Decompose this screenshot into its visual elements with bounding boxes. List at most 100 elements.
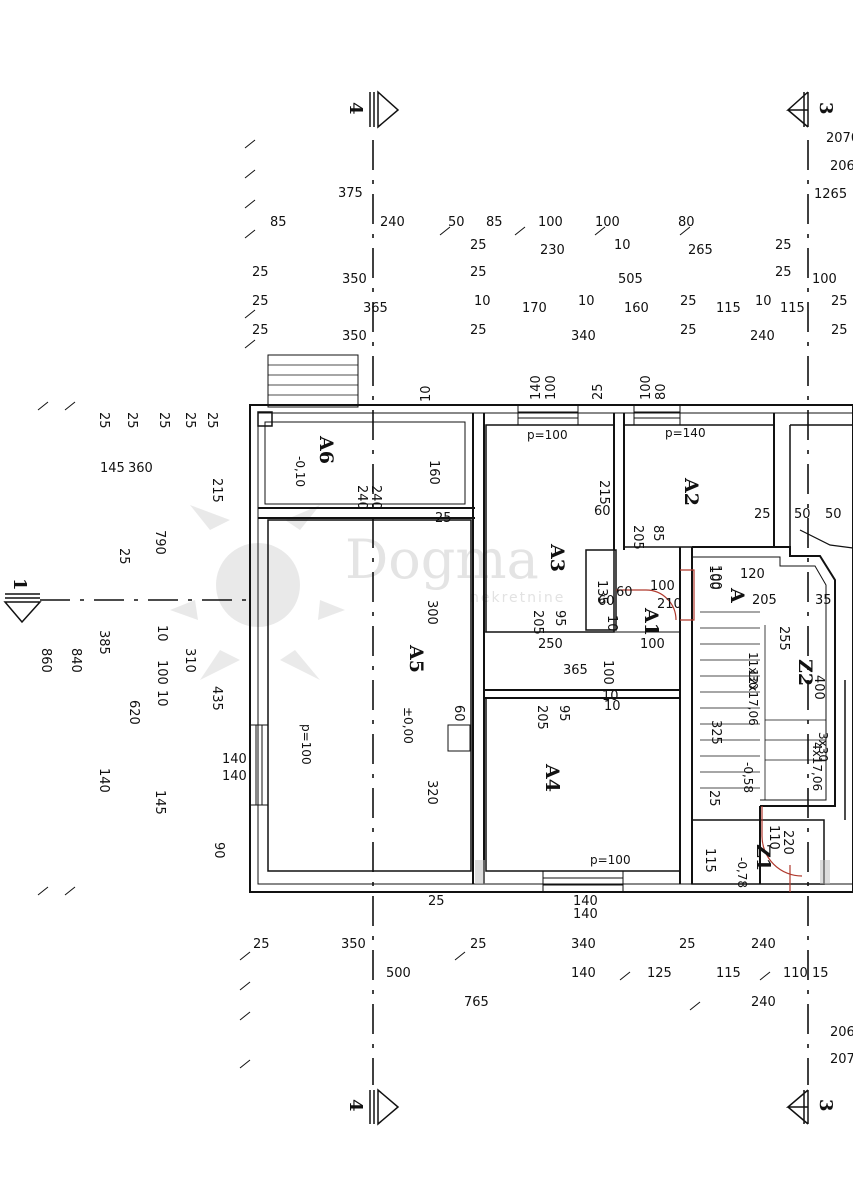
- dims-interior-9: 10: [604, 615, 619, 632]
- dims-interior-10: 205: [530, 610, 545, 635]
- dims-left-c2-0: 25: [96, 412, 111, 429]
- dims_top-r2-2: 50: [448, 215, 465, 230]
- dims-interior-27: 35: [815, 593, 832, 608]
- dims_top-r2-5: 100: [595, 215, 620, 230]
- dims_bottom-r2-1: 140: [571, 966, 596, 981]
- dims_top-r3-3: 265: [688, 243, 713, 258]
- watermark-brand: Dogma: [345, 528, 539, 591]
- dims_bottom-r1-3: 340: [571, 937, 596, 952]
- dims_top-r4-3: 505: [618, 272, 643, 287]
- room-z1-label: Z1: [752, 844, 774, 871]
- room-a3-label: A3: [546, 543, 568, 572]
- dims_top-r5-5: 160: [624, 301, 649, 316]
- dims_top-r5-8: 10: [755, 294, 772, 309]
- dims-interior-42: 25: [116, 548, 131, 565]
- dims_top-r6-0: 25: [252, 323, 269, 338]
- dims_bottom-r3-1: 240: [751, 995, 776, 1010]
- dims_top-r4-1: 350: [342, 272, 367, 287]
- dims_top-r7-3: 25: [591, 383, 606, 400]
- section-marker-bottom-left: 4: [345, 1088, 400, 1126]
- dims_top-r7-2: 100: [544, 375, 559, 400]
- dims_top-r6-4: 25: [680, 323, 697, 338]
- dims-interior-31: 50: [794, 507, 811, 522]
- section-marker-bottom-right: 3: [785, 1089, 836, 1125]
- dims_top-r1-1: 2070: [826, 131, 853, 146]
- stair-s4: 4x17,06: [810, 742, 824, 791]
- dims_top-r5-6: 25: [680, 294, 697, 309]
- dims-left-c1-0: 215: [209, 478, 224, 503]
- opening-a4: p=100: [590, 853, 631, 867]
- svg-text:3: 3: [815, 1099, 836, 1112]
- stair-s1: 11x30: [746, 652, 760, 690]
- dims_bottom-r1-0: 25: [253, 937, 270, 952]
- section-marker-top-right: 3: [786, 91, 836, 128]
- dims-interior-13: 100: [640, 637, 665, 652]
- dims-interior-16: 100: [600, 660, 615, 685]
- room-a2-label: A2: [680, 477, 702, 506]
- stair-labels: 11x30 12x17,06 3x30 4x17,06: [746, 652, 830, 791]
- dims_top-r3-4: 25: [775, 238, 792, 253]
- dims_top-r5-2: 10: [474, 294, 491, 309]
- dims-interior-25: 120: [740, 567, 765, 582]
- section-marker-top-left: 4: [345, 90, 400, 129]
- dims_top-r2-3: 85: [486, 215, 503, 230]
- dims_bottom-r4-2: 25: [428, 894, 445, 909]
- dims_top-r6-1: 350: [342, 329, 367, 344]
- opening-a3: p=100: [527, 428, 568, 442]
- dims-interior-22: 10: [602, 689, 619, 704]
- dims-left-c2-3: 25: [182, 412, 197, 429]
- dims_top-r6-2: 25: [470, 323, 487, 338]
- dims-interior-36: 110: [766, 825, 781, 850]
- dims_top-r7-0: 10: [419, 385, 434, 402]
- dims-interior-40: 10: [604, 699, 621, 714]
- svg-text:4: 4: [345, 102, 366, 115]
- level-z2: -0,58: [741, 762, 755, 793]
- dims-interior-11: 95: [552, 610, 567, 627]
- dims_top-r2-4: 100: [538, 215, 563, 230]
- dims_bottom-r1-2: 25: [470, 937, 487, 952]
- dims-interior-18: 100: [708, 565, 723, 590]
- level-z1: -0,78: [735, 857, 749, 888]
- dims-left-c2-2: 25: [156, 412, 171, 429]
- room-a5-label: A5: [405, 644, 427, 673]
- level-a5: ±0,00: [401, 707, 415, 744]
- dims_bottom-r3-0: 765: [464, 995, 489, 1010]
- dims-interior-41: 60: [616, 585, 633, 600]
- dims-interior-19: 60: [451, 705, 466, 722]
- dims_top-r4-2: 25: [470, 265, 487, 280]
- dims_top-r5-4: 10: [578, 294, 595, 309]
- dims_top-r5-1: 365: [363, 301, 388, 316]
- dims-interior-17: 365: [563, 663, 588, 678]
- dims-left-c3-3: 310: [182, 648, 197, 673]
- dims-interior-35: 25: [706, 790, 721, 807]
- dims_top-r1-2: 206: [830, 159, 853, 174]
- dims-interior-12: 250: [538, 637, 563, 652]
- dims-interior-26: 205: [752, 593, 777, 608]
- room-a4-label: A4: [541, 763, 563, 792]
- dims_bottom-r4-0: 140: [573, 894, 598, 909]
- dims-left-c1-2: 140: [222, 752, 247, 767]
- dims-interior-21: 205: [534, 705, 549, 730]
- dims_top-r6-3: 340: [571, 329, 596, 344]
- dims-interior-1: 240: [368, 485, 383, 510]
- dims_top-r4-5: 100: [812, 272, 837, 287]
- dims-interior-7: 60: [598, 594, 615, 609]
- dims-left-c6-2: 10: [154, 625, 169, 642]
- dims_top-r7-5: 80: [654, 383, 669, 400]
- dims_top-r3-0: 25: [470, 238, 487, 253]
- room-a1-label: A1: [640, 607, 662, 636]
- svg-text:3: 3: [815, 102, 836, 115]
- dims-interior-15: 100: [650, 579, 675, 594]
- opening-a5: p=100: [299, 724, 313, 765]
- dims-interior-8: 135: [594, 580, 609, 605]
- dims-interior-38: 115: [702, 848, 717, 873]
- dims-left-c2-1: 25: [124, 412, 139, 429]
- dims_top-r3-1: 230: [540, 243, 565, 258]
- dims-interior-37: 220: [780, 830, 795, 855]
- dims-interior-32: 50: [825, 507, 842, 522]
- watermark-sub: nekretnine: [470, 590, 565, 606]
- dims_bottom-r1-1: 350: [341, 937, 366, 952]
- svg-text:1: 1: [9, 578, 30, 591]
- dims-left-c1-3: 140: [222, 769, 247, 784]
- entrance-a-label: A: [726, 587, 748, 603]
